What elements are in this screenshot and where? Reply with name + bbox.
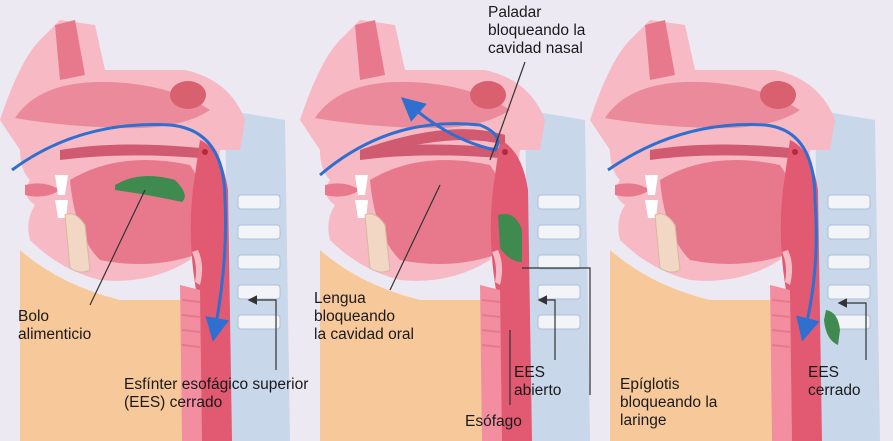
bolus-shape: [824, 310, 840, 345]
flow-arrow: [607, 123, 820, 342]
panel-3: [589, 19, 881, 441]
label-esophagus: Esófago: [465, 413, 522, 430]
bolus-shape: [498, 214, 522, 262]
panel-1: [0, 19, 291, 441]
label-epiglottis: Epíglotis bloqueando la laringe: [620, 376, 718, 429]
label-ues-open: EES abierto: [514, 364, 562, 399]
label-ues-closed-panel1: Esfínter esofágico superior (EES) cerrad…: [124, 376, 309, 411]
label-palate: Paladar bloqueando la cavidad nasal: [488, 4, 586, 57]
panel-2: [299, 19, 591, 441]
leader-epiglottis: [522, 267, 591, 395]
bolus-shape: [115, 176, 185, 202]
label-ues-closed-panel3: EES cerrado: [808, 364, 861, 399]
leader-bolus: [89, 189, 146, 306]
label-tongue: Lengua bloqueando la cavidad oral: [314, 290, 414, 343]
flow-arrow: [319, 97, 500, 177]
leader-ues: [247, 295, 277, 370]
leader-palate: [489, 61, 526, 161]
flow-arrow: [11, 123, 229, 342]
leader-ues-closed: [837, 298, 867, 360]
leader-tongue: [389, 184, 441, 291]
raised-palate: [360, 129, 505, 160]
label-bolus: Bolo alimenticio: [18, 308, 92, 343]
leader-ues-open: [537, 295, 556, 360]
